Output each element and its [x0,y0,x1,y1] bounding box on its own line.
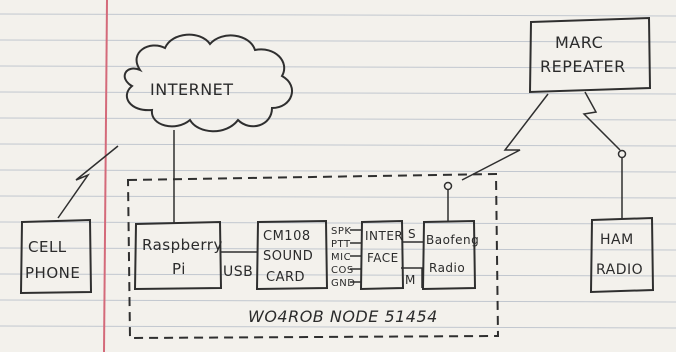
marc-label-line2: REPEATER [540,57,626,76]
ruled-line [0,299,676,303]
s-label: S [408,227,416,241]
pin-label: PTT [331,239,351,250]
radio-label-line1: Baofeng [426,233,479,247]
pin-label: GND [331,278,355,289]
ruled-line [0,13,676,17]
ruled-line [0,39,676,43]
internet-label: INTERNET [150,80,234,99]
rpi-label-line1: Raspberry [142,236,223,254]
ruled-line [0,169,676,173]
node-label: WO4ROB NODE 51454 [248,307,438,326]
baofeng-radio-box: Baofeng Radio [421,219,479,291]
ruled-line [0,247,676,251]
pin-label: SPK [331,226,351,237]
card-label-line1: CM108 [263,229,311,244]
m-label: M [405,273,416,287]
radio-label-line2: Radio [429,261,465,275]
baofeng-antenna-tip [443,181,453,191]
node-boundary [126,172,500,340]
ruled-line [0,273,676,277]
usb-label: USB [223,264,253,280]
card-label-line3: CARD [266,270,305,285]
ham-label-line2: RADIO [596,262,643,278]
cell-phone-box: CELL PHONE [19,218,93,295]
ruled-line [0,65,676,69]
pin-label: COS [331,265,354,276]
ruled-line [0,221,676,225]
pin-wires [350,229,362,283]
ham-radio-box: HAM RADIO [589,216,655,294]
sound-card-box: CM108 SOUND CARD [255,219,329,291]
marc-repeater-box: MARC REPEATER [528,16,652,94]
marc-to-baofeng-link [461,93,549,181]
internet-cloud: INTERNET [123,33,293,133]
margin-line [103,0,108,352]
ruled-line [0,117,676,121]
ham-antenna-tip [617,149,627,159]
pin-labels: SPK PTT MIC COS GND [331,226,355,289]
cell-label-line2: PHONE [25,264,80,282]
marc-label-line1: MARC [555,33,603,52]
marc-to-ham-link [582,91,621,151]
iface-label-line2: FACE [367,251,399,265]
ruled-line [0,143,676,147]
interface-box: INTER FACE [359,219,405,291]
iface-label-line1: INTER [365,229,403,243]
card-label-line2: SOUND [263,249,313,264]
ruled-lines [0,13,676,329]
ruled-line [0,325,676,329]
ruled-line [0,91,676,95]
m-bracket [401,267,423,288]
rpi-label-line2: Pi [172,260,186,278]
cell-label-line1: CELL [28,238,67,256]
ruled-line [0,195,676,199]
ham-label-line1: HAM [600,232,634,248]
raspberry-pi-box: Raspberry Pi [133,220,223,291]
cell-to-internet-link [57,145,119,219]
pin-label: MIC [331,252,351,263]
